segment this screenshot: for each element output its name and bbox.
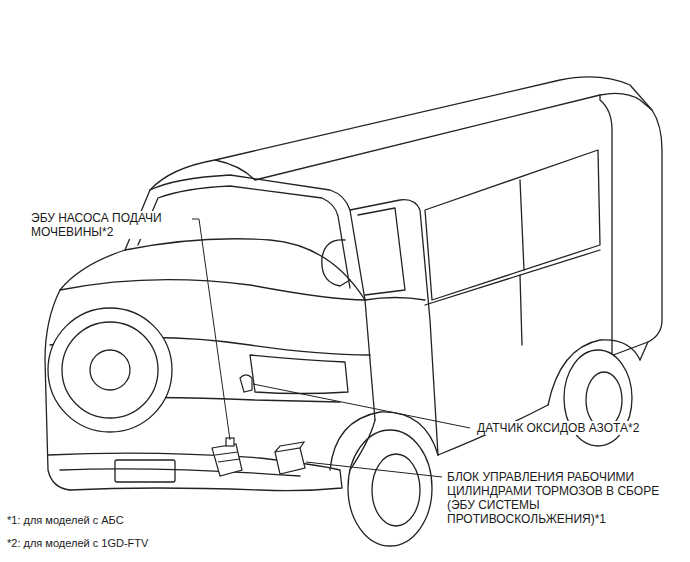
footnote: *2: для моделей с 1GD-FTV bbox=[6, 537, 248, 550]
footnote: *1: для моделей с АБС bbox=[6, 514, 248, 527]
part-label: ДАТЧИК ОКСИДОВ АЗОТА*2 bbox=[476, 421, 678, 435]
part-label: БЛОК УПРАВЛЕНИЯ РАБОЧИМИ ЦИЛИНДРАМИ ТОРМ… bbox=[446, 470, 684, 526]
part-label: ЭБУ НАСОСА ПОДАЧИ МОЧЕВИНЫ*2 bbox=[30, 211, 192, 239]
